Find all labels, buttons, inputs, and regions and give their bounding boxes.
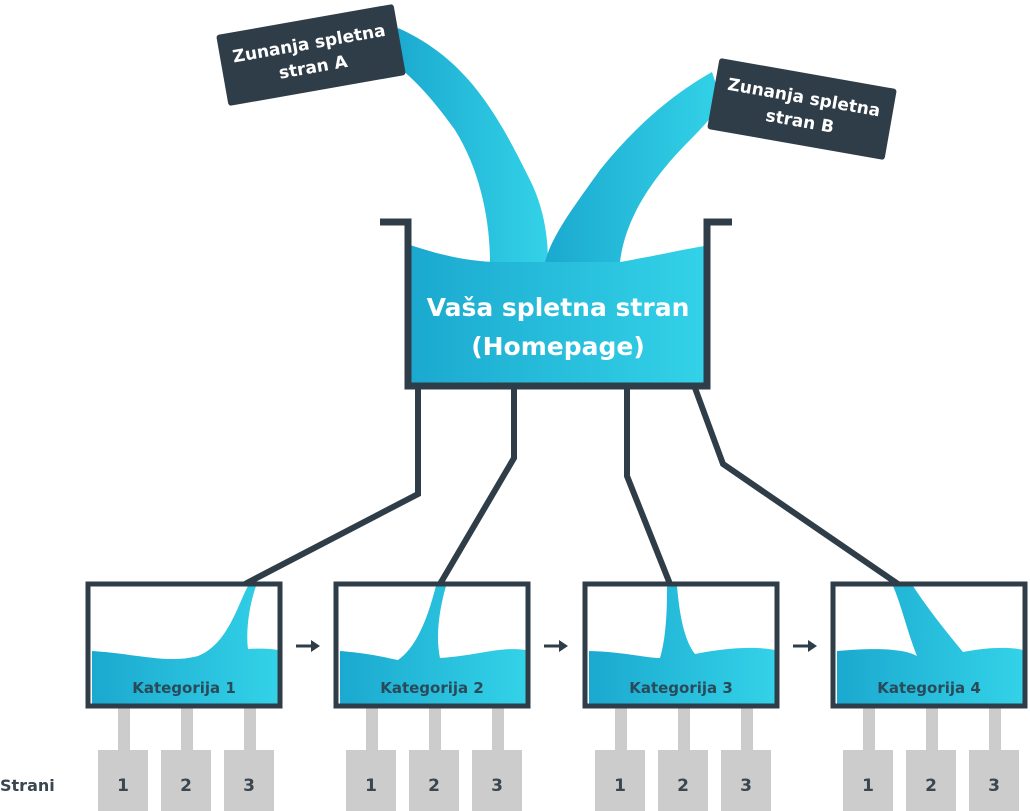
page-number: 2 [180, 776, 192, 796]
category-water [340, 586, 526, 704]
page-connector [863, 706, 875, 750]
page-number: 2 [677, 776, 689, 796]
page-connector [181, 706, 193, 750]
category-water [589, 586, 775, 704]
category-label: Kategorija 4 [877, 679, 981, 697]
page-box[interactable]: 3 [969, 750, 1019, 811]
category-2: Kategorija 2 1 2 3 [333, 581, 568, 811]
page-number: 3 [491, 776, 503, 796]
page-connector [492, 706, 504, 750]
arrow-right-icon [296, 640, 320, 652]
page-box[interactable]: 3 [721, 750, 771, 811]
category-water [92, 586, 278, 704]
page-number: 2 [428, 776, 440, 796]
page-box[interactable]: 2 [409, 750, 459, 811]
category-label: Kategorija 1 [132, 679, 236, 697]
page-number: 2 [925, 776, 937, 796]
stream-from-source-a [392, 28, 548, 262]
arrow-right-icon [793, 640, 817, 652]
pipe-to-category-2 [437, 388, 517, 586]
category-box [830, 581, 1028, 709]
homepage-container [380, 218, 732, 390]
pipe-to-category-3 [624, 388, 673, 586]
page-connector [118, 706, 130, 750]
homepage-label-line1: Vaša spletna stran [427, 293, 690, 322]
page-number: 1 [365, 776, 377, 796]
homepage-label-line2: (Homepage) [471, 332, 645, 361]
category-label: Kategorija 3 [629, 679, 733, 697]
pipe-to-category-4 [692, 386, 900, 587]
category-1: Kategorija 1 1 2 3 [85, 581, 320, 811]
page-number: 3 [243, 776, 255, 796]
pages-row-label: Strani [0, 776, 55, 795]
page-connector [429, 706, 441, 750]
source-a-box: Zunanja spletna stran A [216, 4, 406, 106]
arrow-right-icon [544, 640, 568, 652]
page-box[interactable]: 3 [472, 750, 522, 811]
page-connector [678, 706, 690, 750]
page-box[interactable]: 2 [906, 750, 956, 811]
category-4: Kategorija 4 1 2 3 [830, 581, 1028, 811]
category-box [582, 581, 780, 709]
page-number: 1 [614, 776, 626, 796]
page-number: 3 [988, 776, 1000, 796]
pipe-to-category-1 [243, 388, 421, 587]
page-number: 1 [117, 776, 129, 796]
page-box[interactable]: 2 [658, 750, 708, 811]
stream-from-source-b [545, 72, 722, 262]
page-connector [741, 706, 753, 750]
page-number: 3 [740, 776, 752, 796]
page-box[interactable]: 1 [346, 750, 396, 811]
category-3: Kategorija 3 1 2 3 [582, 581, 817, 811]
page-connector [366, 706, 378, 750]
page-connector [989, 706, 1001, 750]
pipes [243, 386, 900, 587]
category-label: Kategorija 2 [380, 679, 484, 697]
page-box[interactable]: 1 [843, 750, 893, 811]
page-box[interactable]: 2 [161, 750, 211, 811]
page-box[interactable]: 1 [98, 750, 148, 811]
page-number: 1 [862, 776, 874, 796]
category-water [837, 586, 1023, 704]
source-b-box: Zunanja spletna stran B [707, 58, 897, 160]
homepage-water [410, 245, 705, 385]
page-connector [615, 706, 627, 750]
page-box[interactable]: 1 [595, 750, 645, 811]
page-connector [244, 706, 256, 750]
page-connector [926, 706, 938, 750]
category-box [85, 581, 283, 709]
page-box[interactable]: 3 [224, 750, 274, 811]
category-box [333, 581, 531, 709]
